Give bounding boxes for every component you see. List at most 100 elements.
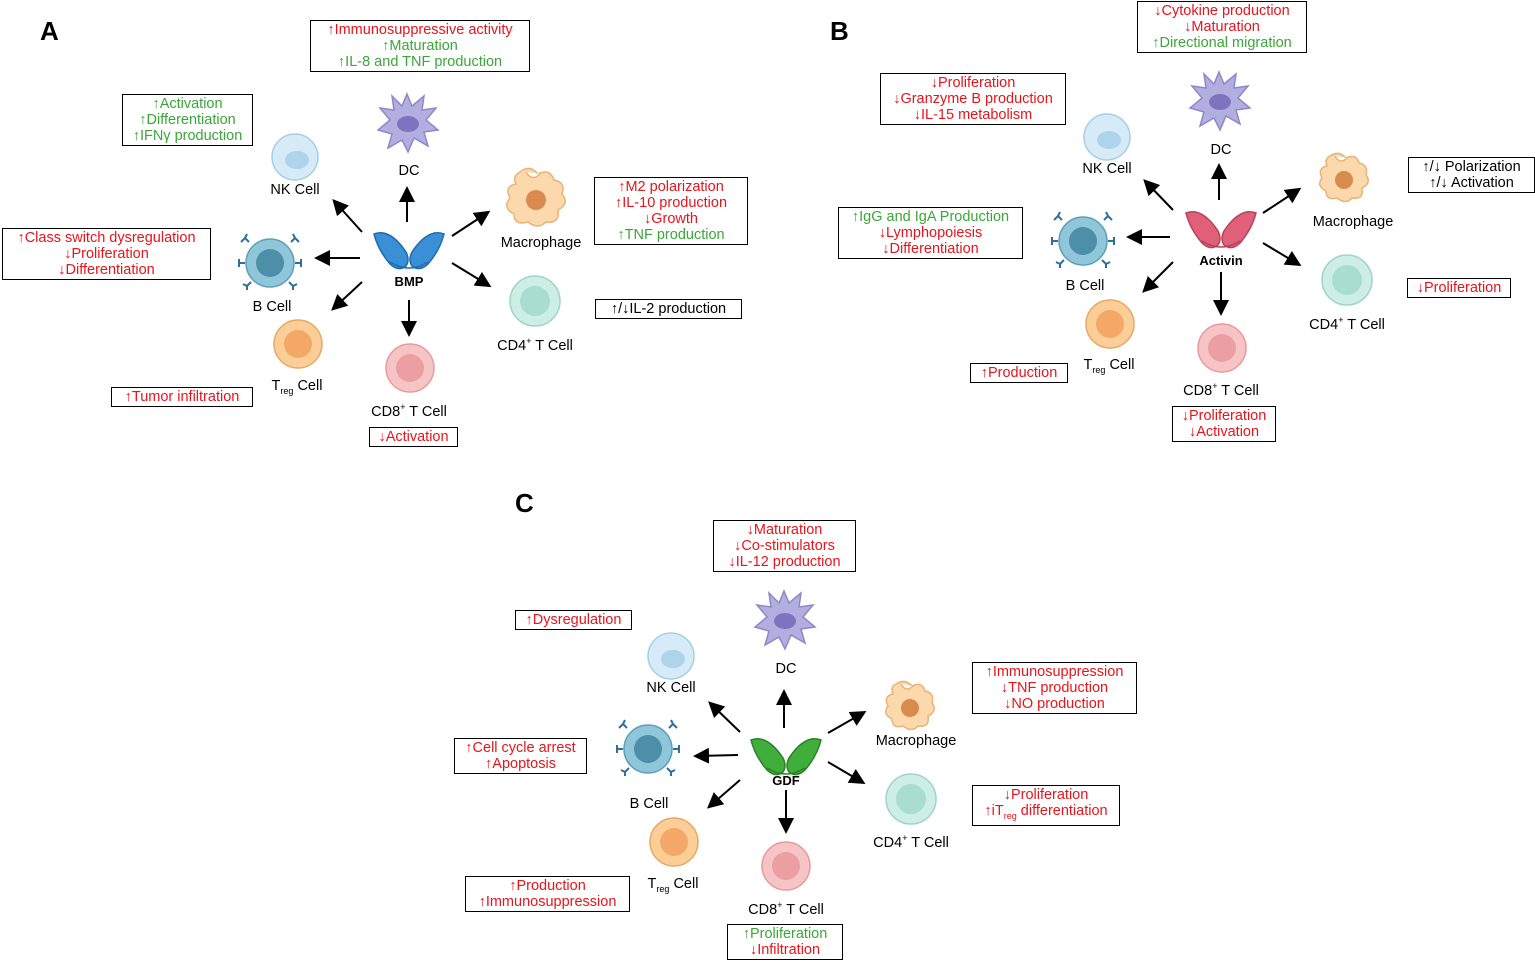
cd4-cell-icon [509,275,561,327]
gdf-ligand-icon [750,738,822,776]
effect-text: ↓TNF production [1000,680,1109,696]
b-cell-icon [616,719,680,776]
bmp-nk-effects-box: ↑Activation ↑Differentiation ↑IFNγ produ… [122,94,253,146]
treg-cell-icon [1085,299,1135,349]
effect-text: ↑Cell cycle arrest [465,740,576,756]
effect-text: ↓Differentiation [58,262,155,278]
panel-b-arrows [1126,163,1302,316]
macrophage-cell-icon [1319,152,1369,203]
treg-cell-label: Treg Cell [271,378,323,396]
effect-text: ↑Production [980,365,1058,381]
dc-cell-icon [376,92,440,154]
effect-text: ↓Growth [644,211,698,227]
macrophage-cell-icon [885,680,935,731]
effect-text: ↓Infiltration [749,942,821,958]
activin-cd4-effects-box: ↓Proliferation [1407,278,1511,298]
cd8-cell-icon [761,841,811,891]
b-cell-label: B Cell [629,796,669,812]
bmp-ligand-label: BMP [394,274,424,289]
bmp-ligand-icon [373,232,445,270]
effect-text: ↑Dysregulation [525,612,622,628]
dc-cell-icon [1188,70,1252,132]
effect-text: ↑TNF production [617,227,725,243]
effect-text: ↑Differentiation [139,112,236,128]
effect-text: ↓IL-12 production [728,554,841,570]
arrow-c-macrophage [827,711,867,734]
macrophage-cell-icon [506,167,566,227]
effect-text: ↑Immunosuppression [478,894,617,910]
effect-text: ↑Directional migration [1152,35,1292,51]
b-cell-icon [238,233,302,290]
macrophage-label: Macrophage [500,235,582,251]
effect-text: ↑Class switch dysregulation [17,230,196,246]
nk-cell-icon [271,133,319,181]
effect-text: ↑Activation [152,96,223,112]
gdf-cd4-effects-box: ↓Proliferation ↑iTreg differentiation [972,785,1120,826]
panel-a-arrows [314,186,492,337]
activin-ligand-label: Activin [1199,253,1243,268]
arrow-c-bcell [693,747,739,764]
dc-label: DC [1210,142,1232,158]
effect-text: ↓Proliferation [1416,280,1502,296]
bmp-macrophage-effects-box: ↑M2 polarization ↑IL-10 production ↓Grow… [594,177,748,245]
treg-cell-icon [273,319,323,369]
activin-ligand-icon [1185,211,1257,249]
gdf-dc-effects-box: ↓Maturation ↓Co-stimulators ↓IL-12 produ… [713,520,856,572]
arrow-b-macrophage [1262,187,1302,214]
cd8-cell-label: CD8+ T Cell [371,402,447,420]
cd4-cell-icon [1321,254,1373,306]
dc-cell-icon [753,589,817,651]
effect-text: ↑IgG and IgA Production [851,209,1010,225]
effect-text: ↑/↓IL-2 production [610,301,727,317]
arrow-c-cd4 [827,761,866,785]
activin-macrophage-effects-box: ↑/↓ Polarization ↑/↓ Activation [1408,157,1535,193]
arrow-b-cd4 [1262,242,1302,267]
effect-text: ↓IL-15 metabolism [913,107,1033,123]
panel-letter-c: C [515,488,534,518]
effect-text: ↓Proliferation [1181,408,1267,424]
activin-dc-effects-box: ↓Cytokine production ↓Maturation ↑Direct… [1137,1,1307,53]
gdf-treg-effects-box: ↑Production ↑Immunosuppression [465,876,630,912]
effect-text: ↓Lymphopoiesis [878,225,983,241]
macrophage-label: Macrophage [1312,214,1394,230]
b-cell-icon [1051,211,1115,268]
treg-cell-label: Treg Cell [1083,357,1135,375]
effect-text: ↓NO production [1004,696,1105,712]
cd4-cell-label: CD4+ T Cell [497,336,573,354]
panel-letter-a: A [40,16,59,46]
effect-text: ↑Maturation [382,38,458,54]
effect-text: ↑Production [509,878,586,894]
dc-label: DC [775,661,797,677]
gdf-nk-effects-box: ↑Dysregulation [515,610,632,630]
treg-cell-icon [649,817,699,867]
treg-cell-label: Treg Cell [647,876,699,894]
cd8-cell-icon [1197,323,1247,373]
gdf-cd8-effects-box: ↑Proliferation ↓Infiltration [727,924,843,960]
effect-text: ↓Maturation [746,522,823,538]
activin-treg-effects-box: ↑Production [970,363,1068,383]
effect-text: ↓Activation [378,429,449,445]
effect-text: ↑Tumor infiltration [124,389,240,405]
effect-text: ↓Granzyme B production [893,91,1053,107]
gdf-bcell-effects-box: ↑Cell cycle arrest ↑Apoptosis [454,738,587,774]
arrow-a-treg [331,281,363,311]
effect-text: ↓Activation [1188,424,1260,440]
cd8-cell-label: CD8+ T Cell [1183,381,1259,399]
macrophage-label: Macrophage [875,733,957,749]
arrow-c-nk [708,701,741,733]
bmp-cd8-effects-box: ↓Activation [369,427,458,447]
arrow-a-nk [332,199,363,233]
effect-text: ↓Co-stimulators [734,538,835,554]
effect-text: ↓Cytokine production [1154,3,1290,19]
effect-text: ↑Immunosuppression [985,664,1124,680]
effect-text: ↓Proliferation [64,246,149,262]
bmp-cd4-effects-box: ↑/↓IL-2 production [595,299,742,319]
panel-letter-b: B [830,16,849,46]
nk-cell-label: NK Cell [1082,161,1132,177]
gdf-ligand-label: GDF [772,773,800,788]
effect-text: ↓Proliferation [930,75,1016,91]
activin-nk-effects-box: ↓Proliferation ↓Granzyme B production ↓I… [880,73,1066,125]
cd8-cell-label: CD8+ T Cell [748,900,824,918]
activin-cd8-effects-box: ↓Proliferation ↓Activation [1172,406,1276,442]
cd4-cell-label: CD4+ T Cell [873,833,949,851]
